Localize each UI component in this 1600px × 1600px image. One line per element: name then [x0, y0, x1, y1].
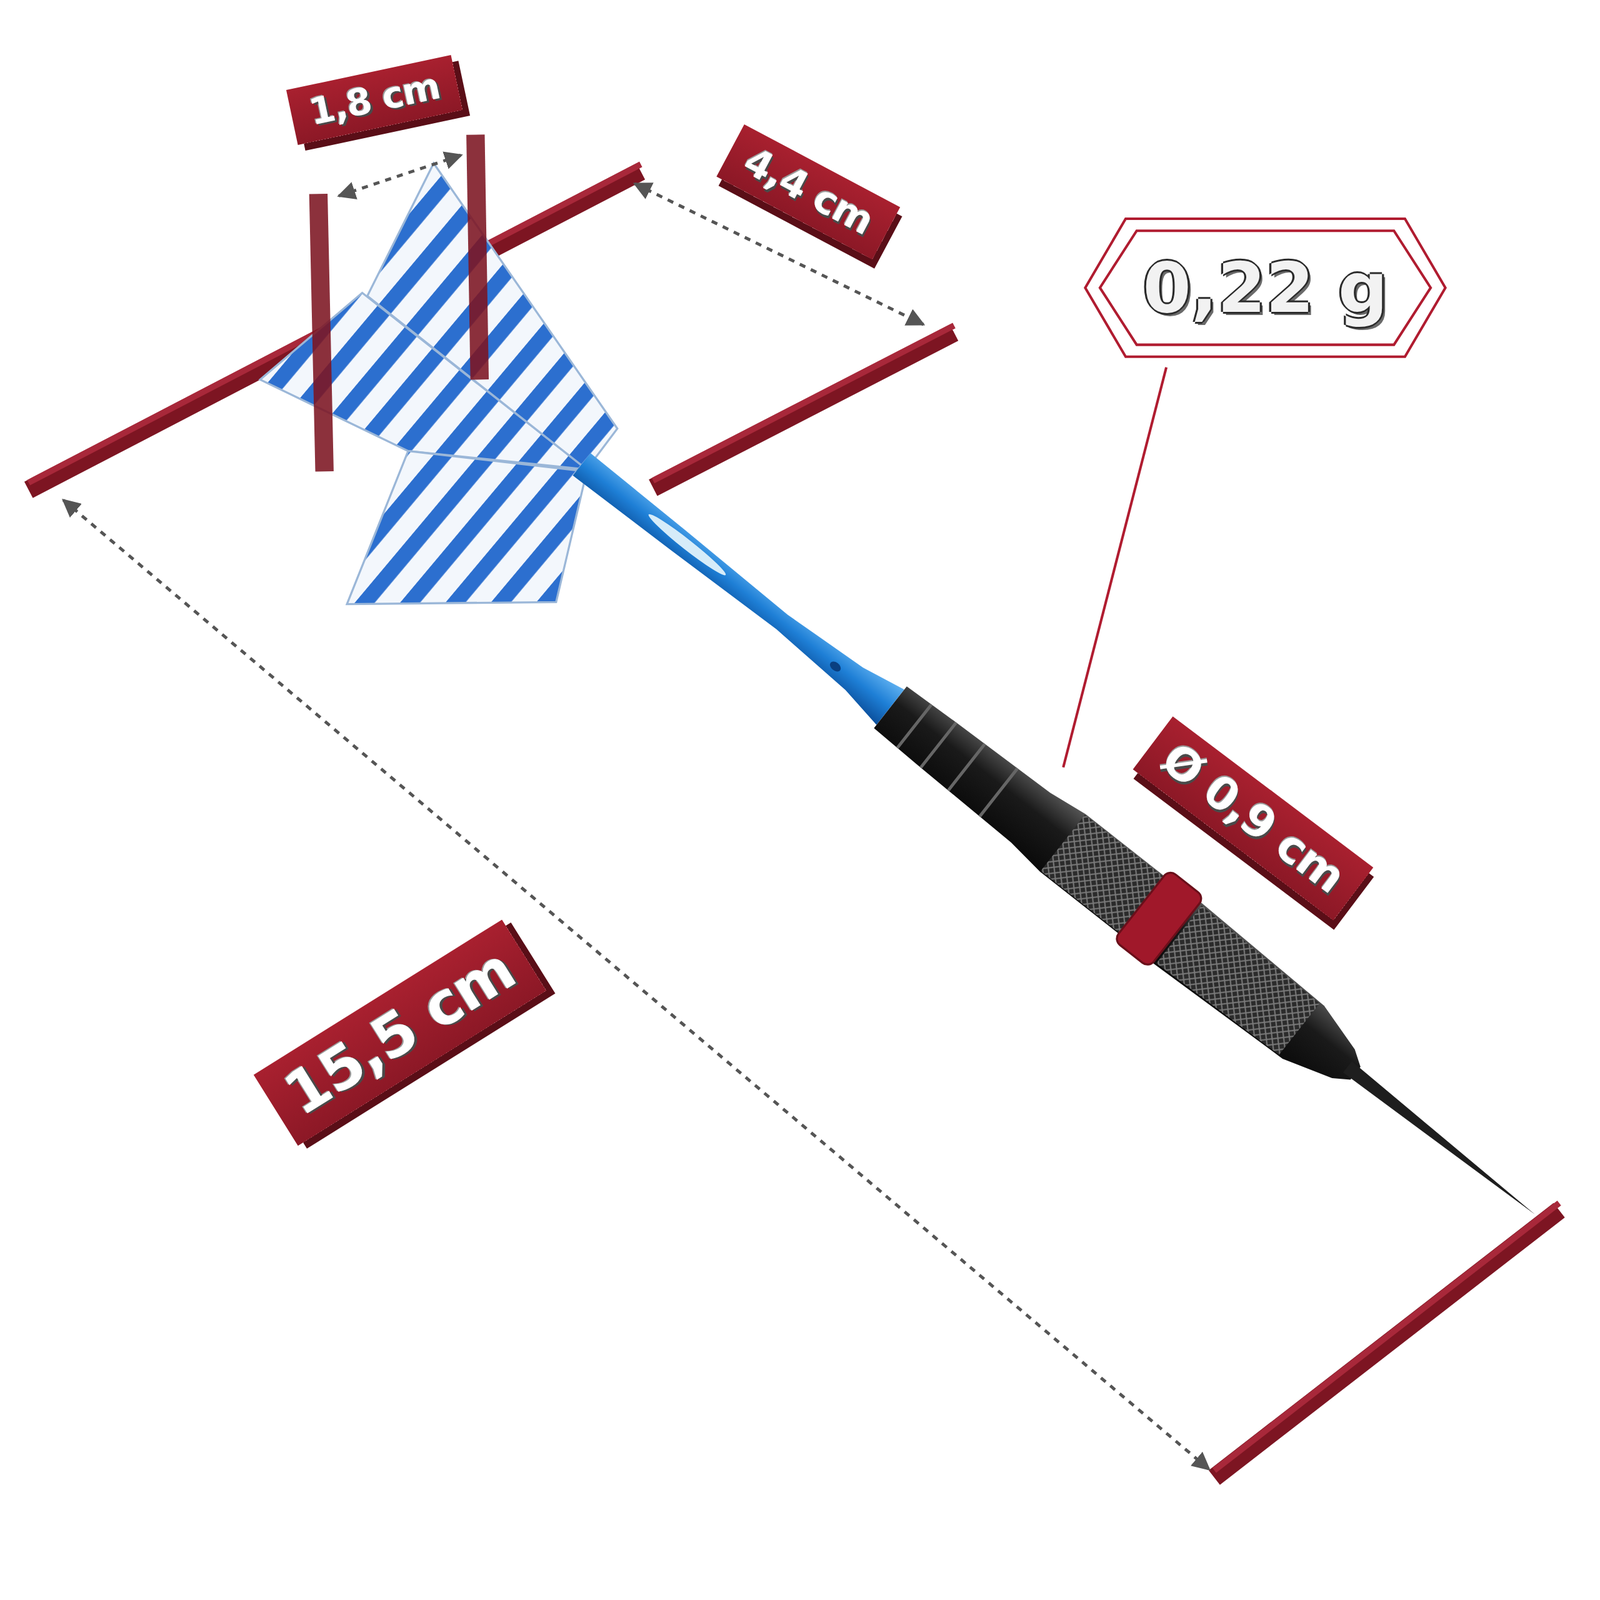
dart-body [553, 428, 1563, 1250]
dimension-bar [28, 164, 642, 490]
dimension-label: 15,5 cm [272, 934, 527, 1129]
dart-flights [260, 163, 617, 604]
dimension-post [318, 135, 480, 472]
dimension-arrow [338, 155, 462, 196]
leader-line [1063, 367, 1167, 768]
dimension-label: 1,8 cm [305, 65, 444, 134]
hexagon-outline [1085, 218, 1445, 357]
weight-callout: 0,22 g [1081, 212, 1450, 363]
dimension-arrow [63, 500, 1209, 1470]
dimension-bar [1214, 1203, 1560, 1478]
dimension-tag: 4,4 cm [716, 124, 900, 260]
weight-label: 0,22 g [1142, 247, 1388, 329]
dimension-tag: 1,8 cm [286, 55, 463, 145]
dimension-bar [653, 325, 955, 489]
dimension-label: 4,4 cm [736, 138, 881, 244]
dimension-tag: 15,5 cm [253, 919, 547, 1146]
hexagon-outline [1100, 230, 1431, 345]
dimension-label: Ø 0,9 cm [1152, 732, 1355, 904]
